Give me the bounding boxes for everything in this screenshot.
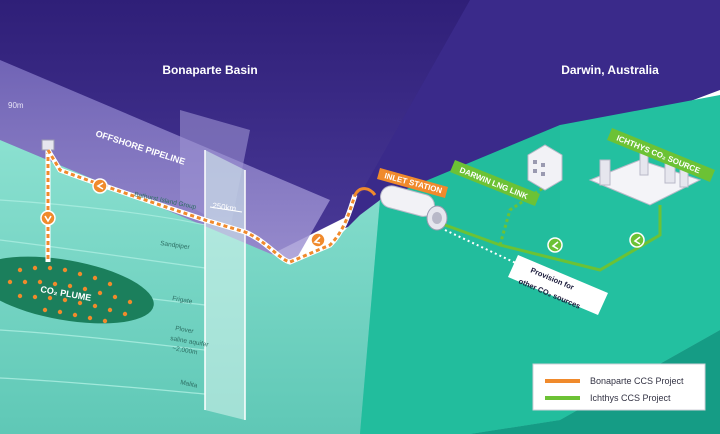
basin-label: Bonaparte Basin	[162, 63, 257, 77]
distance-cut	[205, 150, 245, 420]
inlet-station	[380, 185, 448, 231]
city-label: Darwin, Australia	[561, 63, 659, 77]
legend-box	[532, 363, 706, 411]
stratum-label: Frigate	[172, 295, 194, 305]
stratum-label: Sandpiper	[160, 240, 191, 251]
ichthys-source-tag	[607, 128, 715, 182]
co2-plume	[0, 256, 154, 324]
stratum-label-line3: ~2,000m	[172, 345, 198, 356]
water-column	[0, 60, 330, 270]
down-arrow-icon	[40, 210, 56, 226]
sea-surface-right	[340, 0, 720, 230]
legend-label-ichthys: Ichthys CCS Project	[590, 393, 671, 403]
depth-label: 90m	[8, 101, 24, 110]
wellhead	[41, 139, 55, 151]
legend-label-bonaparte: Bonaparte CCS Project	[590, 376, 684, 386]
flow-arrow-icon	[92, 178, 108, 194]
provision-line	[444, 229, 521, 266]
darwin-lng-link-tag	[450, 160, 540, 206]
lng-building-icon	[527, 144, 563, 191]
distance-arrow	[209, 206, 243, 213]
distance-label: 250km	[212, 201, 237, 213]
darwin-lng-link-pipe	[498, 178, 556, 246]
inlet-station-tag	[377, 168, 448, 198]
stratum-label: Malita	[180, 379, 199, 390]
provision-tag	[508, 255, 608, 315]
ichthys-pipeline	[444, 205, 662, 272]
stratum-label: Plover	[175, 325, 195, 335]
ichthys-factory-icon	[588, 144, 702, 206]
co2-plume-dots	[7, 265, 133, 324]
landfall-pipe	[353, 187, 377, 196]
